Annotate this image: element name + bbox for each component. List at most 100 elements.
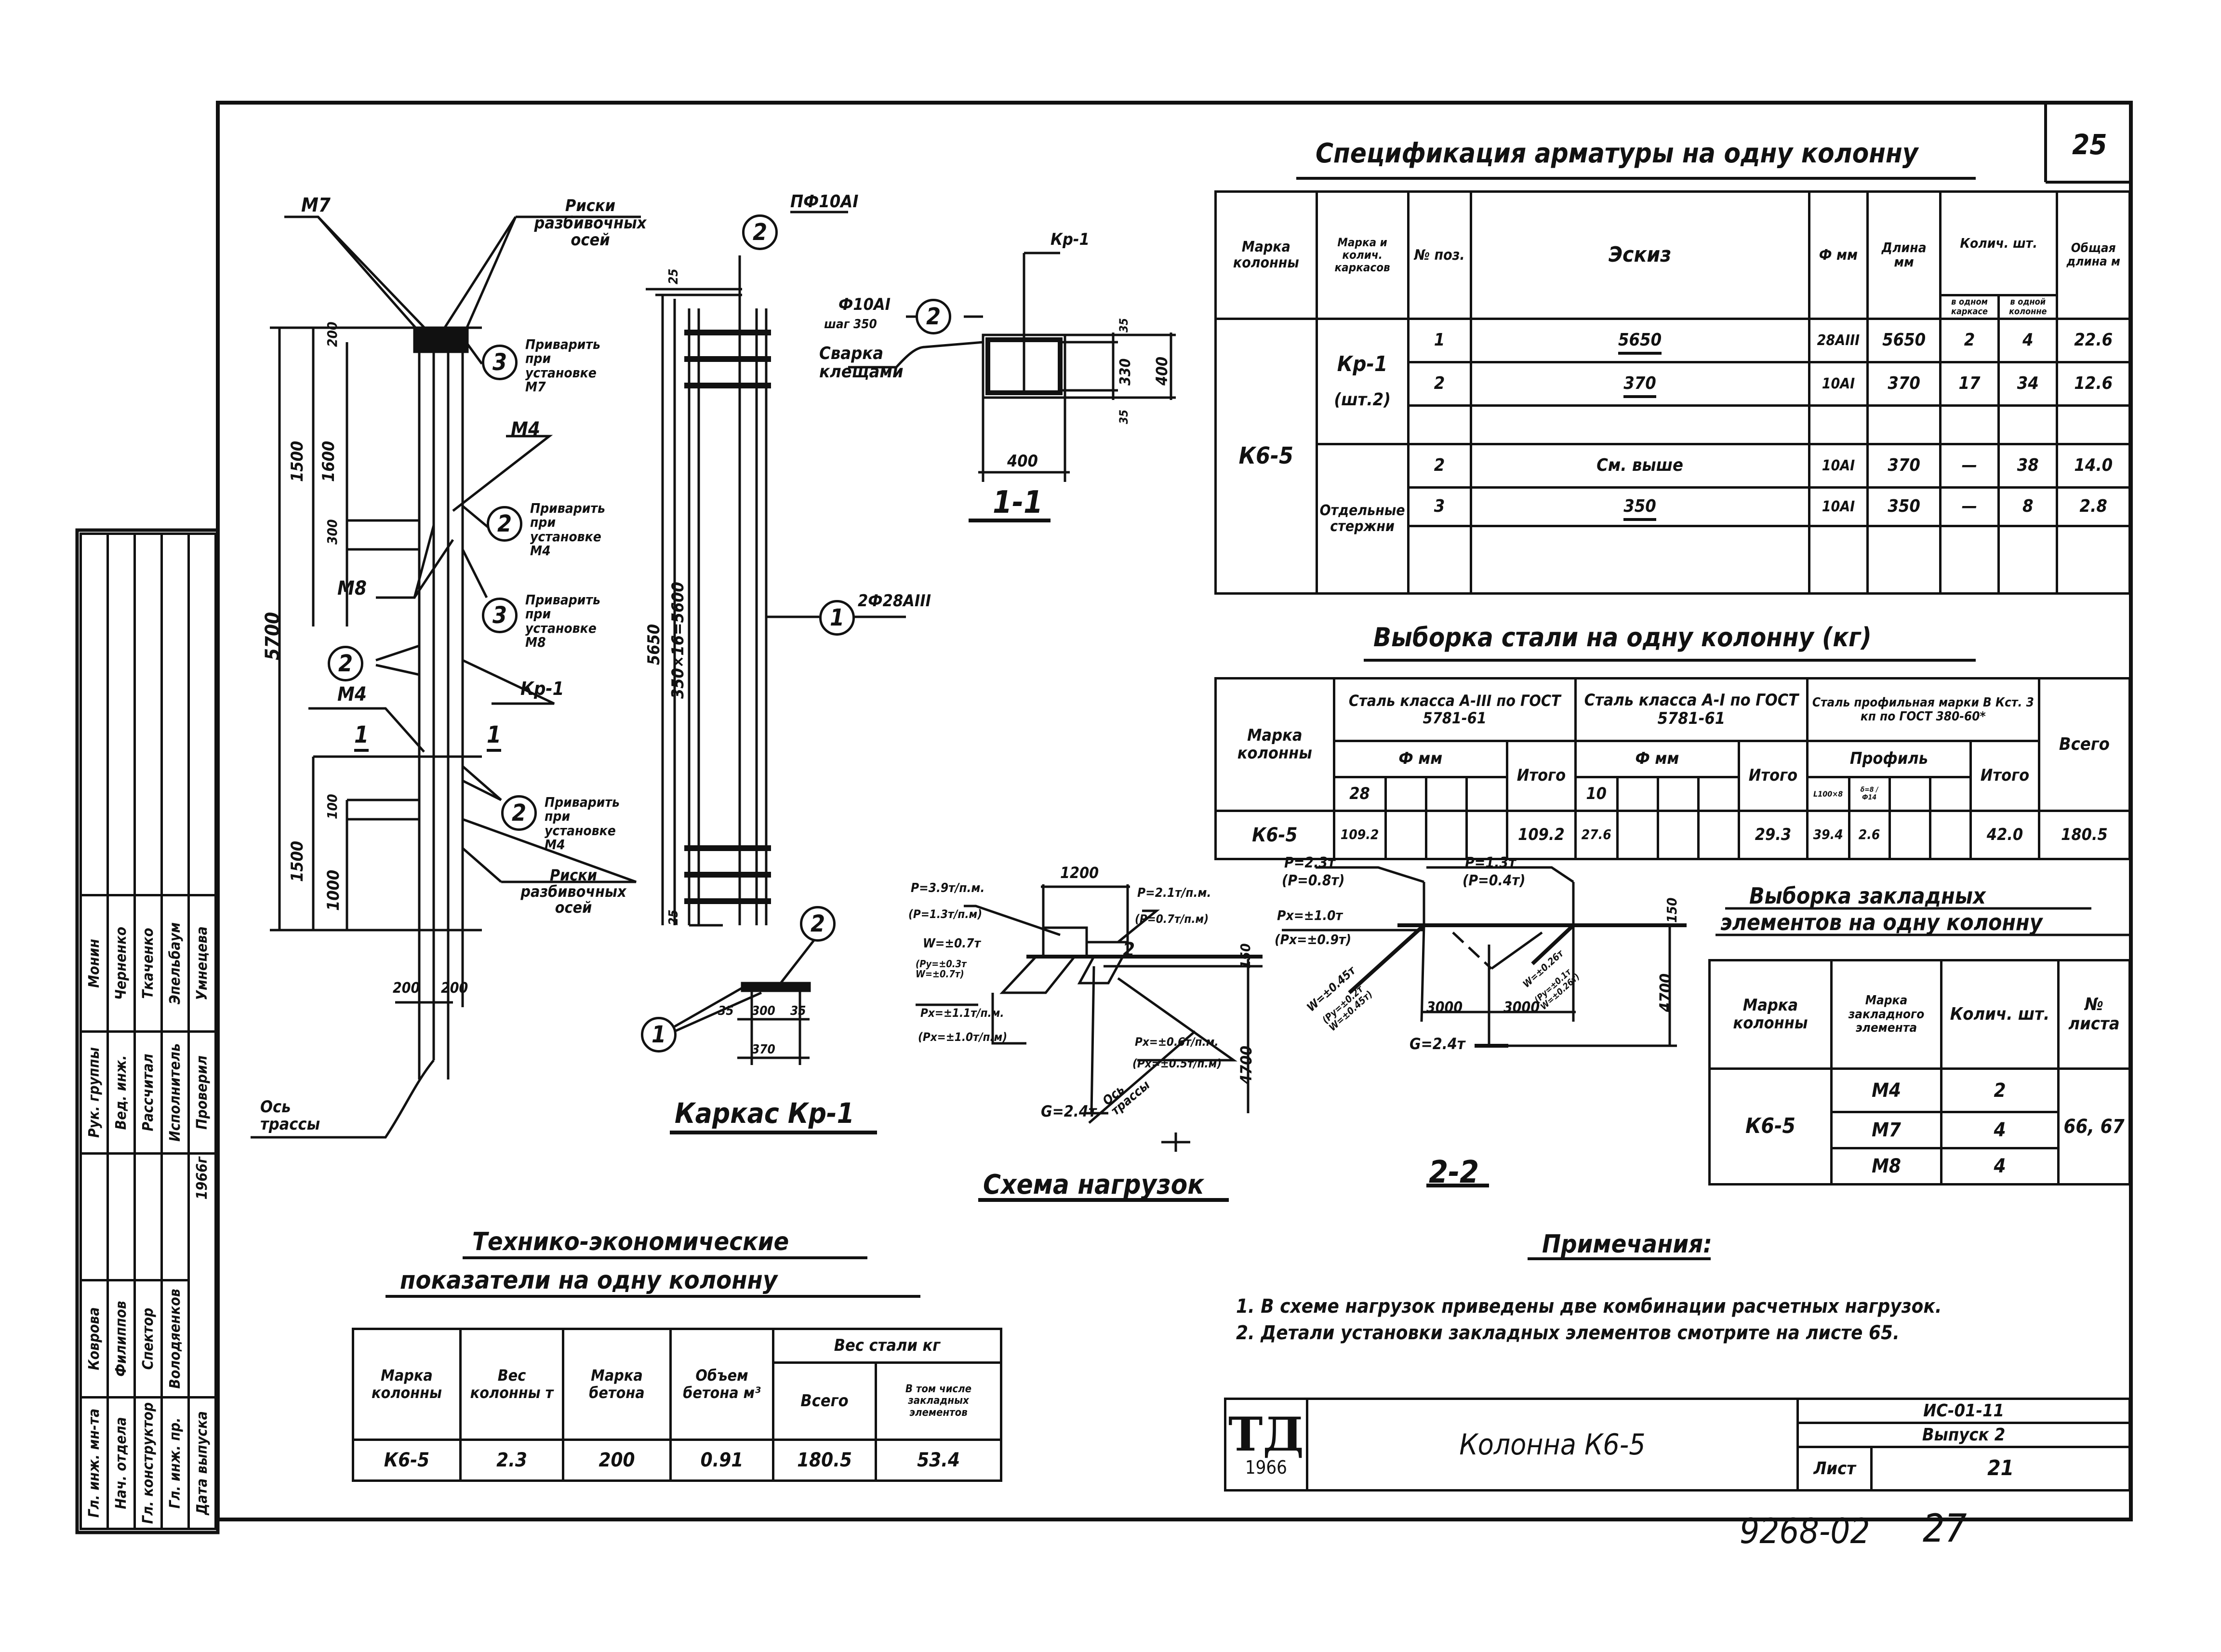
- embedded-table-title-2: элементов на одну колонну: [1720, 909, 2043, 935]
- detail-marker-2: 2: [800, 906, 836, 942]
- spec-total: 22.6: [2056, 317, 2131, 363]
- load-p-left: P=3.9т/п.м.: [911, 881, 985, 895]
- embedded-elem-mark: М4: [1830, 1067, 1942, 1113]
- stamp-name: Черненко: [107, 895, 135, 1032]
- steel-header-a3: Сталь класса А-III по ГОСТ 5781-61: [1332, 677, 1577, 742]
- dim-1000: 1000: [324, 869, 343, 911]
- section11-title: 1-1: [993, 485, 1043, 520]
- embedded-header-elem-mark: Марка закладного элемента: [1830, 959, 1942, 1070]
- embedded-header-sheet-no: № листа: [2057, 959, 2131, 1070]
- label-axis: Ось трассы: [260, 1097, 320, 1134]
- stamp-name: Спектор: [134, 1280, 162, 1398]
- detail-dim-370: 370: [752, 1042, 775, 1057]
- dim-200-left: 200: [393, 980, 420, 997]
- spec-sketch: 5650: [1469, 317, 1810, 363]
- steel-header-subtotal-profile: Итого: [1969, 740, 2040, 812]
- marker-3-m7: 3: [482, 345, 518, 380]
- stamp-signature: [188, 533, 216, 895]
- load-scheme-title: Схема нагрузок: [983, 1169, 1204, 1200]
- dim-5700: 5700: [262, 612, 284, 660]
- section11-marker-2: 2: [916, 299, 951, 334]
- section-1-1-lines: [848, 252, 1176, 522]
- section11-bar-label: Ф10АI: [838, 295, 891, 314]
- stamp-role: Исполнитель: [161, 1031, 189, 1154]
- stamp-name: Филиппов: [107, 1280, 135, 1398]
- detail-dim-35-left: 35: [718, 1004, 734, 1018]
- label-m8: М8: [337, 577, 367, 600]
- sec22-dim-4700: 4700: [1656, 973, 1675, 1012]
- sec22-p-left-alt: (P=0.8т): [1282, 872, 1345, 889]
- notes-title: Примечания:: [1542, 1230, 1712, 1259]
- marker-3-m8: 3: [482, 598, 518, 633]
- stamp-role: Нач. отдела: [107, 1397, 135, 1529]
- load-px-right-alt: (Px=±0.5т/п.м): [1132, 1057, 1222, 1070]
- spec-header-dia: Ф мм: [1808, 190, 1869, 320]
- section11-dim-inner: 330: [1117, 358, 1134, 386]
- spec-cage-label: Кр-1: [1337, 352, 1388, 377]
- sec22-dim-3000-left: 3000: [1426, 999, 1463, 1016]
- section-mark-left: 1: [354, 723, 369, 752]
- dim-5650: 5650: [644, 624, 664, 665]
- spec-qty-col: 4: [1997, 317, 2059, 363]
- spec-pos: 2: [1407, 360, 1472, 407]
- tech-header-concrete-mark: Марка бетона: [562, 1328, 672, 1441]
- label-weld-m4: Приварить при установке М4: [530, 500, 605, 559]
- spec-qty-col: 34: [1997, 360, 2059, 407]
- spec-length: 350: [1866, 486, 1942, 527]
- label-weld-m4-bottom: Приварить при установке М4: [545, 794, 620, 853]
- label-risks-top: Риски разбивочных осей: [534, 196, 647, 250]
- spec-qty-col: 38: [1997, 442, 2059, 489]
- sec22-px: Px=±1.0т: [1277, 907, 1343, 923]
- embedded-elem-mark: М7: [1830, 1111, 1942, 1149]
- steel-profile-total: 42.0: [1969, 810, 2040, 860]
- stamp-role: Вед. инж.: [107, 1031, 135, 1154]
- stamp-signature: [161, 1153, 189, 1280]
- note-item: 1. В схеме нагрузок приведены две комбин…: [1236, 1295, 1942, 1318]
- embedded-header-col-mark: Марка колонны: [1708, 959, 1833, 1070]
- section11-dim-height: 400: [1153, 356, 1171, 386]
- sec22-p-right-alt: (P=0.4т): [1463, 872, 1526, 889]
- sec22-px-alt: (Px=±0.9т): [1275, 932, 1352, 947]
- page-number: 25: [2072, 128, 2107, 161]
- tech-mark: К6-5: [352, 1439, 462, 1482]
- embedded-qty: 2: [1940, 1067, 2060, 1113]
- steel-profile-1: 39.4: [1806, 810, 1850, 860]
- spec-total: 14.0: [2056, 442, 2131, 489]
- stamp-name: Володяенков: [161, 1280, 189, 1398]
- stamp-name: Ткаченко: [134, 895, 162, 1032]
- stamp-signature: [134, 533, 162, 895]
- tech-header-steel-total: Всего: [772, 1361, 877, 1441]
- spec-header-sketch: Эскиз: [1469, 190, 1810, 320]
- spec-qty-col: 8: [1997, 486, 2059, 527]
- sec22-g: G=2.4т: [1410, 1035, 1465, 1053]
- marker-2-cage: 2: [328, 646, 363, 681]
- title-block: ТД 1966 Колонна К6-5 ИС-01-11 Выпуск 2 Л…: [1224, 1398, 2131, 1492]
- stamp-signature: [134, 1153, 162, 1280]
- load-px-left-alt: (Px=±1.0т/п.м): [918, 1030, 1008, 1044]
- steel-header-subtotal-a3: Итого: [1506, 740, 1577, 812]
- stamp-role: Гл. конструктор: [134, 1397, 162, 1529]
- steel-header-dia-a1: Ф мм: [1574, 740, 1741, 778]
- label-m7: М7: [301, 194, 331, 216]
- load-dim-4700: 4700: [1237, 1045, 1255, 1084]
- tech-table-title-2: показатели на одну колонну: [400, 1266, 778, 1295]
- spec-length: 370: [1866, 360, 1942, 407]
- spec-dia: 28АIII: [1808, 317, 1869, 363]
- steel-row: К6-5 109.2 109.2 27.6 29.3 39.4 2.6 42.0…: [1214, 810, 2131, 860]
- stamp-role: Рук. группы: [80, 1031, 108, 1154]
- logo-year: 1966: [1245, 1456, 1287, 1478]
- steel-header-a1: Сталь класса А-I по ГОСТ 5781-61: [1574, 677, 1809, 742]
- steel-header-a3-28: 28: [1332, 776, 1387, 812]
- stamp-name: Коврова: [80, 1280, 108, 1398]
- steel-table-title: Выборка стали на одну колонну (кг): [1373, 622, 1872, 653]
- tech-concrete-volume: 0.91: [669, 1439, 774, 1482]
- spec-pos: 2: [1407, 442, 1472, 489]
- steel-table: Марка колонны Сталь класса А-III по ГОСТ…: [1214, 677, 2131, 860]
- detail-dim-300: 300: [752, 1004, 775, 1018]
- embedded-table: Марка колонны Марка закладного элемента …: [1708, 959, 2131, 1186]
- label-weld-m7: Приварить при установке М7: [525, 336, 600, 395]
- cage-elevation-lines: [646, 211, 906, 1134]
- spec-cage-group: Кр-1 (шт.2): [1315, 317, 1410, 445]
- spec-qty-cage: —: [1939, 486, 2000, 527]
- section11-weld-label: Сварка клещами: [819, 344, 904, 382]
